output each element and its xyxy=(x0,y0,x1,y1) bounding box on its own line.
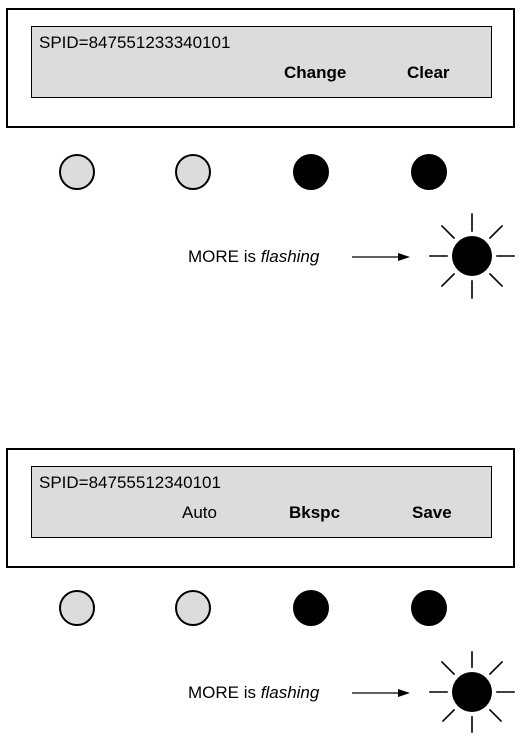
more-flashing-note-2: MORE is flashing xyxy=(188,683,319,703)
softkey-clear-label: Clear xyxy=(407,63,450,82)
softkey-auto-label: Auto xyxy=(182,503,217,522)
right-arrow-icon xyxy=(352,253,410,261)
spid-text: SPID=84755512340101 xyxy=(39,473,221,492)
softkey-button-1[interactable] xyxy=(59,590,95,626)
lcd-screen-2: SPID=84755512340101 Auto Bkspc Save xyxy=(31,466,492,538)
softkey-bkspc-label: Bkspc xyxy=(289,503,341,522)
softkey-change-label: Change xyxy=(284,63,347,82)
more-flashing-note-1: MORE is flashing xyxy=(188,247,319,267)
right-arrow-icon xyxy=(352,689,410,697)
lcd-screen-1: SPID=847551233340101 Change Clear xyxy=(31,26,492,98)
note-emphasis: flashing xyxy=(260,683,320,702)
softkey-button-bkspc[interactable] xyxy=(293,590,329,626)
softkey-button-save[interactable] xyxy=(411,590,447,626)
note-emphasis: flashing xyxy=(260,247,320,266)
spid-text: SPID=847551233340101 xyxy=(39,33,231,52)
sunburst-icon xyxy=(429,651,515,733)
note-prefix: MORE is xyxy=(188,247,261,266)
phone-display-panel-2: SPID=84755512340101 Auto Bkspc Save xyxy=(6,448,515,568)
softkey-save-label: Save xyxy=(412,503,452,522)
note-prefix: MORE is xyxy=(188,683,261,702)
phone-display-panel-1: SPID=847551233340101 Change Clear xyxy=(6,8,515,128)
softkey-button-clear[interactable] xyxy=(411,154,447,190)
softkey-button-2[interactable] xyxy=(175,154,211,190)
softkey-button-change[interactable] xyxy=(293,154,329,190)
sunburst-icon xyxy=(429,213,515,299)
softkey-button-1[interactable] xyxy=(59,154,95,190)
softkey-button-auto[interactable] xyxy=(175,590,211,626)
